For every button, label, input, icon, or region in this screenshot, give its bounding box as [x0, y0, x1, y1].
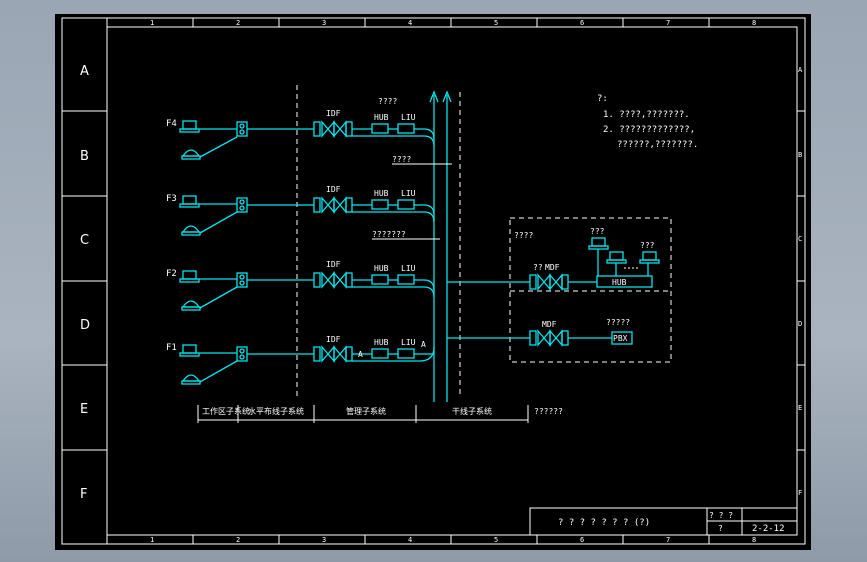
seg-equipment: ?????? [534, 407, 563, 416]
title-cell-1: ? ? ? [709, 511, 733, 520]
title-cell-2: ? [718, 524, 723, 533]
title-block: ? ? ? ? ? ? ? (?) ? ? ? ? 2-2-12 [529, 507, 798, 536]
liu-label: LIU [401, 338, 416, 347]
mdf-note: ?? [533, 263, 543, 272]
col-label-bottom: 1 [150, 536, 154, 544]
pbx-note: ????? [606, 318, 630, 327]
col-label-top: 1 [150, 19, 154, 27]
notes-block: ?: 1. ????,???????. 2. ?????????????, ??… [597, 94, 698, 150]
top-note-label: ???? [378, 97, 397, 106]
drawing-code: 2-2-12 [752, 524, 785, 534]
hub-label: HUB [374, 264, 389, 273]
floor-label: F4 [166, 119, 177, 129]
col-label-top: 2 [236, 19, 240, 27]
idf-label: IDF [326, 335, 341, 344]
row-label: A [80, 64, 89, 79]
idf-label: IDF [326, 185, 341, 194]
col-label-bottom: 6 [580, 536, 584, 544]
floor-F2: F2 IDF HUB LIU [166, 260, 435, 311]
seg-management: 管理子系统 [346, 406, 386, 416]
riser-annotations: ???? ??????? [372, 155, 452, 240]
note-line-2: 2. ?????????????, [603, 125, 695, 135]
col-label-bottom: 2 [236, 536, 240, 544]
room-label: ???? [514, 231, 533, 240]
main-hub-label: HUB [612, 278, 627, 287]
hub-label: HUB [374, 338, 389, 347]
row-label: F [80, 487, 87, 502]
hub-label: HUB [374, 113, 389, 122]
col-label-bottom: 7 [666, 536, 670, 544]
row-label-right: F [798, 489, 802, 497]
mdf-label-bottom: MDF [542, 320, 557, 329]
col-label-top: 7 [666, 19, 670, 27]
col-label-top: 8 [752, 19, 756, 27]
col-label-top: 3 [322, 19, 326, 27]
row-label-right: A [798, 66, 803, 74]
row-label: B [80, 149, 89, 164]
floor-F1: F1 IDF HUB LIU A A [166, 335, 435, 385]
label-a-right: A [421, 340, 426, 349]
col-label-top: 5 [494, 19, 498, 27]
col-label-bottom: 3 [322, 536, 326, 544]
row-label: C [80, 233, 89, 248]
riser-note-1: ???? [392, 155, 411, 164]
idf-label: IDF [326, 109, 341, 118]
label-a-left: A [358, 350, 363, 359]
pbx-label: PBX [613, 334, 628, 343]
notes-heading: ?: [597, 94, 608, 104]
row-label-right: C [798, 235, 802, 243]
floor-label: F3 [166, 194, 177, 204]
col-label-bottom: 4 [408, 536, 412, 544]
floor-F4: F4 IDF HUB LIU ???? [166, 97, 435, 160]
liu-label: LIU [401, 264, 416, 273]
note-line-1: 1. ????,???????. [603, 110, 690, 120]
row-label: D [80, 318, 90, 333]
row-zones: A B C D E F A B C D E F [62, 64, 805, 502]
seg-horizontal: 水平布线子系统 [248, 406, 304, 416]
server-note-1: ??? [590, 227, 605, 236]
column-ticks: 1 2 3 4 5 6 7 8 1 2 3 4 5 6 7 8 [150, 18, 756, 544]
subsystem-dimension: 工作区子系统 水平布线子系统 管理子系统 干线子系统 ?????? [197, 405, 563, 423]
seg-backbone: 干线子系统 [452, 406, 492, 416]
row-label: E [80, 402, 88, 417]
col-label-bottom: 8 [752, 536, 756, 544]
liu-label: LIU [401, 189, 416, 198]
floor-F3: F3 IDF HUB LIU [166, 185, 435, 236]
col-label-bottom: 5 [494, 536, 498, 544]
drawing-title: ? ? ? ? ? ? ? (?) [558, 518, 650, 528]
row-label-right: E [798, 404, 802, 412]
liu-label: LIU [401, 113, 416, 122]
seg-work-area: 工作区子系统 [202, 406, 250, 416]
main-room-links: ?? MDF MDF HUB PBX ????? ???? ??? ??? [447, 227, 660, 346]
col-label-top: 4 [408, 19, 412, 27]
floor-label: F1 [166, 343, 177, 353]
hub-label: HUB [374, 189, 389, 198]
riser-note-2: ??????? [372, 230, 406, 239]
floor-label: F2 [166, 269, 177, 279]
mdf-label-top: MDF [545, 263, 560, 272]
row-label-right: B [798, 151, 802, 159]
row-label-right: D [798, 320, 802, 328]
note-line-3: ??????,???????. [617, 140, 698, 150]
col-label-top: 6 [580, 19, 584, 27]
server-note-2: ??? [640, 241, 655, 250]
idf-label: IDF [326, 260, 341, 269]
